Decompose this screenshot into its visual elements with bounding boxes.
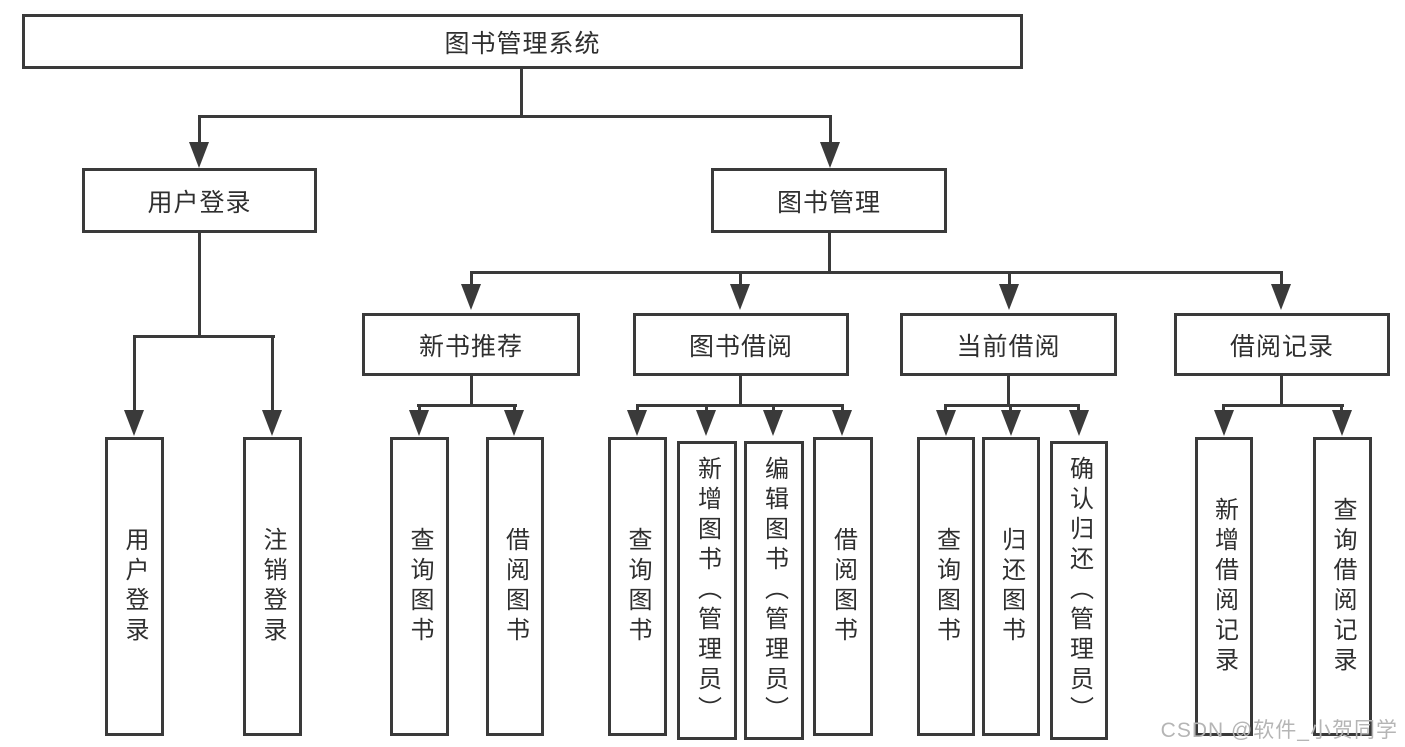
connector-book-management-stem xyxy=(828,232,831,274)
node-user-login: 用户登录 xyxy=(82,168,317,233)
connector-book-borrow-horizontal xyxy=(636,404,844,407)
connector-drop-leaf xyxy=(705,404,708,414)
arrowhead-borrow-record xyxy=(1271,284,1291,310)
leaf-label: 查询借阅记录 xyxy=(1329,496,1356,677)
leaf-edit-books-admin: 编辑图书（管理员） xyxy=(744,441,804,740)
leaf-label: 编辑图书（管理员） xyxy=(760,455,788,726)
connector-drop-leaf xyxy=(841,404,844,414)
leaf-label: 新增图书（管理员） xyxy=(693,455,721,726)
connector-borrow-record-horizontal xyxy=(1223,404,1344,407)
connector-drop-leaf xyxy=(944,404,947,414)
arrowhead-leaf xyxy=(832,410,852,436)
connector-drop-new-book xyxy=(470,271,473,285)
connector-new-book-horizontal xyxy=(417,404,517,407)
leaf-logout: 注销登录 xyxy=(243,437,302,736)
node-book-borrow: 图书借阅 xyxy=(633,313,849,376)
arrowhead-new-book xyxy=(461,284,481,310)
leaf-label: 查询图书 xyxy=(624,526,651,647)
connector-drop-user-login xyxy=(198,115,201,145)
leaf-query-books-current: 查询图书 xyxy=(917,437,975,736)
arrowhead-leaf xyxy=(1069,410,1089,436)
arrowhead-book-management xyxy=(820,142,840,168)
arrowhead-leaf xyxy=(696,410,716,436)
arrowhead-leaf-user-login xyxy=(124,410,144,436)
connector-drop-leaf xyxy=(636,404,639,414)
arrowhead-leaf xyxy=(763,410,783,436)
node-label: 图书管理系统 xyxy=(444,29,601,58)
leaf-borrow-books-recommend: 借阅图书 xyxy=(486,437,544,736)
arrowhead-current-borrow xyxy=(999,284,1019,310)
leaf-label: 确认归还（管理员） xyxy=(1065,455,1093,726)
leaf-return-books: 归还图书 xyxy=(982,437,1040,736)
connector-drop-leaf xyxy=(1340,404,1343,414)
leaf-label: 新增借阅记录 xyxy=(1210,496,1238,677)
arrowhead-leaf xyxy=(936,410,956,436)
connector-drop-leaf-logout xyxy=(271,335,274,415)
connector-book-borrow-stem xyxy=(739,375,742,407)
leaf-user-login: 用户登录 xyxy=(105,437,164,736)
leaf-add-borrow-record: 新增借阅记录 xyxy=(1195,437,1253,736)
node-book-management: 图书管理 xyxy=(711,168,947,233)
node-new-book-recommend: 新书推荐 xyxy=(362,313,580,376)
leaf-label: 查询图书 xyxy=(406,526,433,647)
leaf-label: 归还图书 xyxy=(997,526,1025,647)
connector-drop-borrow-record xyxy=(1280,271,1283,285)
connector-root-stem xyxy=(520,67,523,118)
connector-level1-horizontal xyxy=(198,115,832,118)
arrowhead-leaf xyxy=(1214,410,1234,436)
arrowhead-leaf xyxy=(627,410,647,436)
leaf-label: 用户登录 xyxy=(121,526,148,647)
leaf-label: 注销登录 xyxy=(259,526,286,647)
arrowhead-leaf-logout xyxy=(262,410,282,436)
node-label: 新书推荐 xyxy=(418,332,523,361)
csdn-watermark: CSDN @软件_小贺同学 xyxy=(1160,719,1398,742)
connector-drop-leaf xyxy=(418,404,421,414)
arrowhead-leaf xyxy=(504,410,524,436)
connector-drop-current-borrow xyxy=(1008,271,1011,285)
leaf-query-books-borrow: 查询图书 xyxy=(608,437,667,736)
node-label: 借阅记录 xyxy=(1229,332,1334,361)
connector-drop-leaf xyxy=(772,404,775,414)
leaf-query-books-recommend: 查询图书 xyxy=(390,437,449,736)
node-library-management-system: 图书管理系统 xyxy=(22,14,1023,69)
connector-drop-leaf xyxy=(1222,404,1225,414)
connector-current-borrow-horizontal xyxy=(944,404,1080,407)
node-label: 图书管理 xyxy=(776,188,881,217)
arrowhead-book-borrow xyxy=(730,284,750,310)
connector-user-login-stem xyxy=(198,232,201,338)
connector-drop-leaf xyxy=(1009,404,1012,414)
arrowhead-leaf xyxy=(409,410,429,436)
arrowhead-leaf xyxy=(1001,410,1021,436)
connector-drop-book-management xyxy=(829,115,832,145)
arrowhead-leaf xyxy=(1332,410,1352,436)
leaf-borrow-books: 借阅图书 xyxy=(813,437,873,736)
leaf-confirm-return-admin: 确认归还（管理员） xyxy=(1050,441,1108,740)
leaf-add-books-admin: 新增图书（管理员） xyxy=(677,441,737,740)
leaf-label: 借阅图书 xyxy=(501,526,529,647)
node-current-borrow: 当前借阅 xyxy=(900,313,1117,376)
connector-drop-leaf xyxy=(1077,404,1080,414)
connector-new-book-stem xyxy=(470,375,473,407)
connector-level2-horizontal xyxy=(470,271,1283,274)
leaf-label: 借阅图书 xyxy=(829,526,857,647)
connector-current-borrow-stem xyxy=(1007,375,1010,407)
connector-drop-leaf-user-login xyxy=(133,335,136,415)
leaf-label: 查询图书 xyxy=(932,526,960,647)
connector-drop-leaf xyxy=(513,404,516,414)
connector-drop-book-borrow xyxy=(739,271,742,285)
node-borrow-record: 借阅记录 xyxy=(1174,313,1390,376)
arrowhead-user-login xyxy=(189,142,209,168)
node-label: 用户登录 xyxy=(147,188,252,217)
node-label: 当前借阅 xyxy=(956,332,1061,361)
connector-borrow-record-stem xyxy=(1280,375,1283,407)
leaf-query-borrow-record: 查询借阅记录 xyxy=(1313,437,1372,736)
node-label: 图书借阅 xyxy=(688,332,793,361)
connector-user-login-horizontal xyxy=(133,335,275,338)
